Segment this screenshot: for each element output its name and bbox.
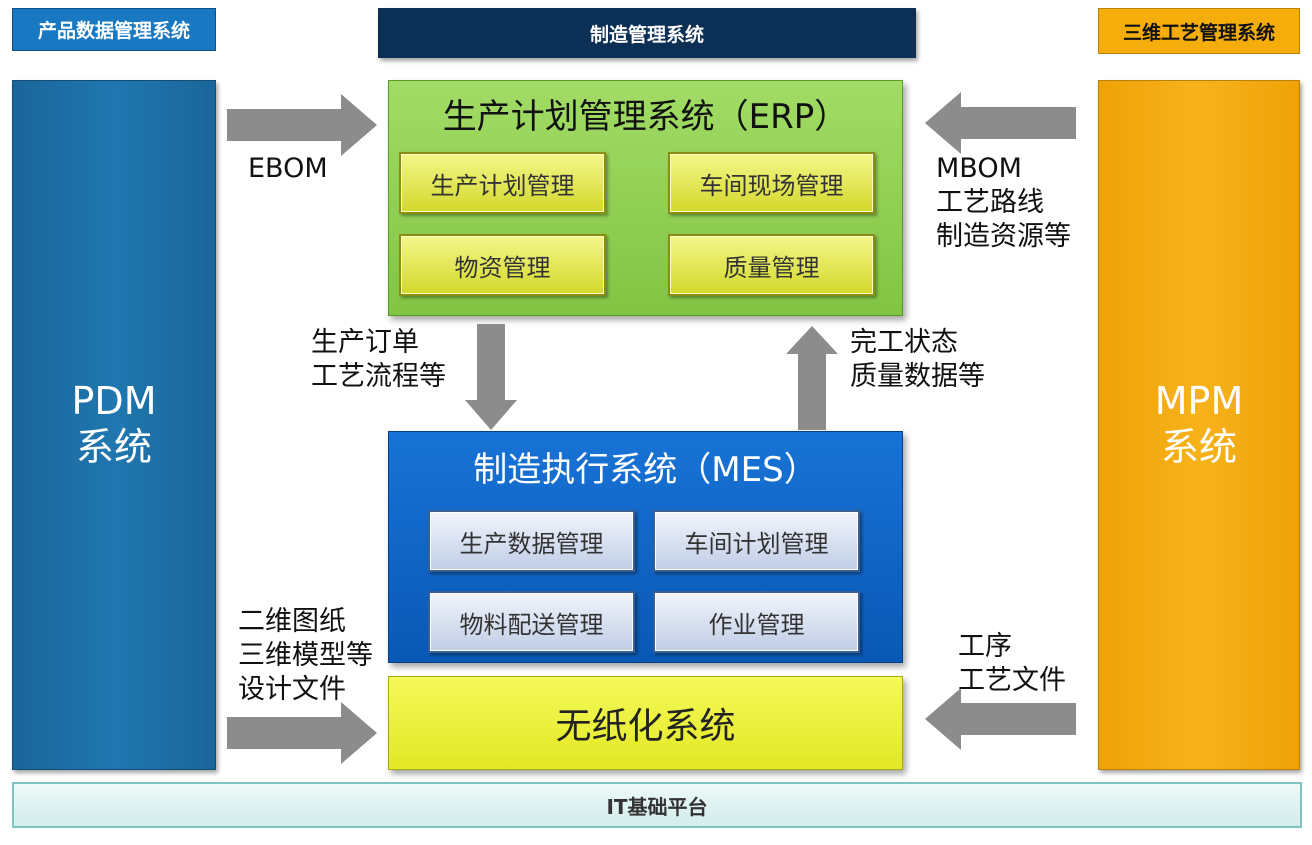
flow-label-erp-to-mes: 生产订单 工艺流程等	[311, 326, 446, 394]
mpm-header-label: 三维工艺管理系统	[1122, 21, 1275, 44]
flow-label-operation: 工序	[958, 631, 1012, 662]
mpm-column-line-1: MPM	[1154, 379, 1244, 424]
erp-panel: 生产计划管理系统（ERP） 生产计划管理 车间现场管理 物资管理 质量管理	[388, 80, 903, 316]
flow-label-process-docs: 工艺文件	[958, 665, 1066, 696]
mes-module-production-data: 生产数据管理	[428, 510, 635, 572]
arrow-pdm-to-paperless	[227, 702, 377, 764]
mes-panel: 制造执行系统（MES） 生产数据管理 车间计划管理 物料配送管理 作业管理	[388, 431, 903, 663]
pdm-header: 产品数据管理系统	[12, 8, 216, 51]
mpm-column-line-2: 系统	[1160, 425, 1237, 469]
flow-label-3d-models: 三维模型等	[238, 640, 373, 671]
flow-label-mbom: MBOM	[936, 153, 1022, 184]
flow-label-pdm-to-paperless: 二维图纸 三维模型等 设计文件	[238, 605, 373, 707]
mes-module-material-delivery: 物料配送管理	[428, 591, 635, 653]
pdm-system-column: PDM 系统	[12, 80, 216, 770]
erp-module-production-plan: 生产计划管理	[399, 152, 606, 214]
mpm-system-column: MPM 系统	[1098, 80, 1300, 770]
flow-label-2d-drawings: 二维图纸	[238, 606, 346, 637]
flow-label-process-flow: 工艺流程等	[311, 361, 446, 392]
flow-label-design-docs: 设计文件	[238, 674, 346, 705]
mpm-header: 三维工艺管理系统	[1098, 8, 1300, 54]
erp-module-materials: 物资管理	[399, 234, 606, 296]
erp-title: 生产计划管理系统（ERP）	[442, 97, 849, 137]
flow-label-mes-to-erp: 完工状态 质量数据等	[850, 326, 985, 394]
arrow-mpm-to-erp	[925, 92, 1076, 154]
mes-module-workshop-plan: 车间计划管理	[653, 510, 860, 572]
mes-module-operations: 作业管理	[653, 591, 860, 653]
arrow-erp-to-mes	[465, 324, 517, 430]
mes-title: 制造执行系统（MES）	[473, 450, 818, 490]
pdm-column-line-2: 系统	[75, 425, 152, 469]
flow-label-mpm-to-paperless: 工序 工艺文件	[958, 630, 1066, 698]
flow-label-quality-data: 质量数据等	[850, 361, 985, 392]
flow-label-mfg-resources: 制造资源等	[936, 221, 1071, 252]
paperless-title: 无纸化系统	[555, 706, 736, 747]
flow-label-completion-status: 完工状态	[850, 327, 958, 358]
erp-module-workshop-site: 车间现场管理	[668, 152, 875, 214]
pdm-header-label: 产品数据管理系统	[37, 20, 190, 42]
it-platform-title: IT基础平台	[606, 794, 708, 819]
arrow-mpm-to-paperless	[925, 688, 1076, 750]
mfg-header-label: 制造管理系统	[589, 23, 704, 46]
paperless-panel: 无纸化系统	[388, 676, 903, 770]
flow-label-mpm-to-erp: MBOM 工艺路线 制造资源等	[936, 152, 1071, 254]
pdm-column-line-1: PDM	[71, 379, 157, 424]
flow-label-ebom-line: EBOM	[248, 153, 328, 184]
flow-label-process-route: 工艺路线	[936, 187, 1044, 218]
flow-label-production-order: 生产订单	[311, 327, 419, 358]
mfg-header: 制造管理系统	[378, 8, 916, 58]
it-platform-bar: IT基础平台	[12, 782, 1302, 828]
arrow-mes-to-erp	[786, 326, 838, 430]
erp-module-quality: 质量管理	[668, 234, 875, 296]
flow-label-ebom: EBOM	[248, 152, 328, 186]
arrow-pdm-to-erp	[227, 94, 377, 156]
